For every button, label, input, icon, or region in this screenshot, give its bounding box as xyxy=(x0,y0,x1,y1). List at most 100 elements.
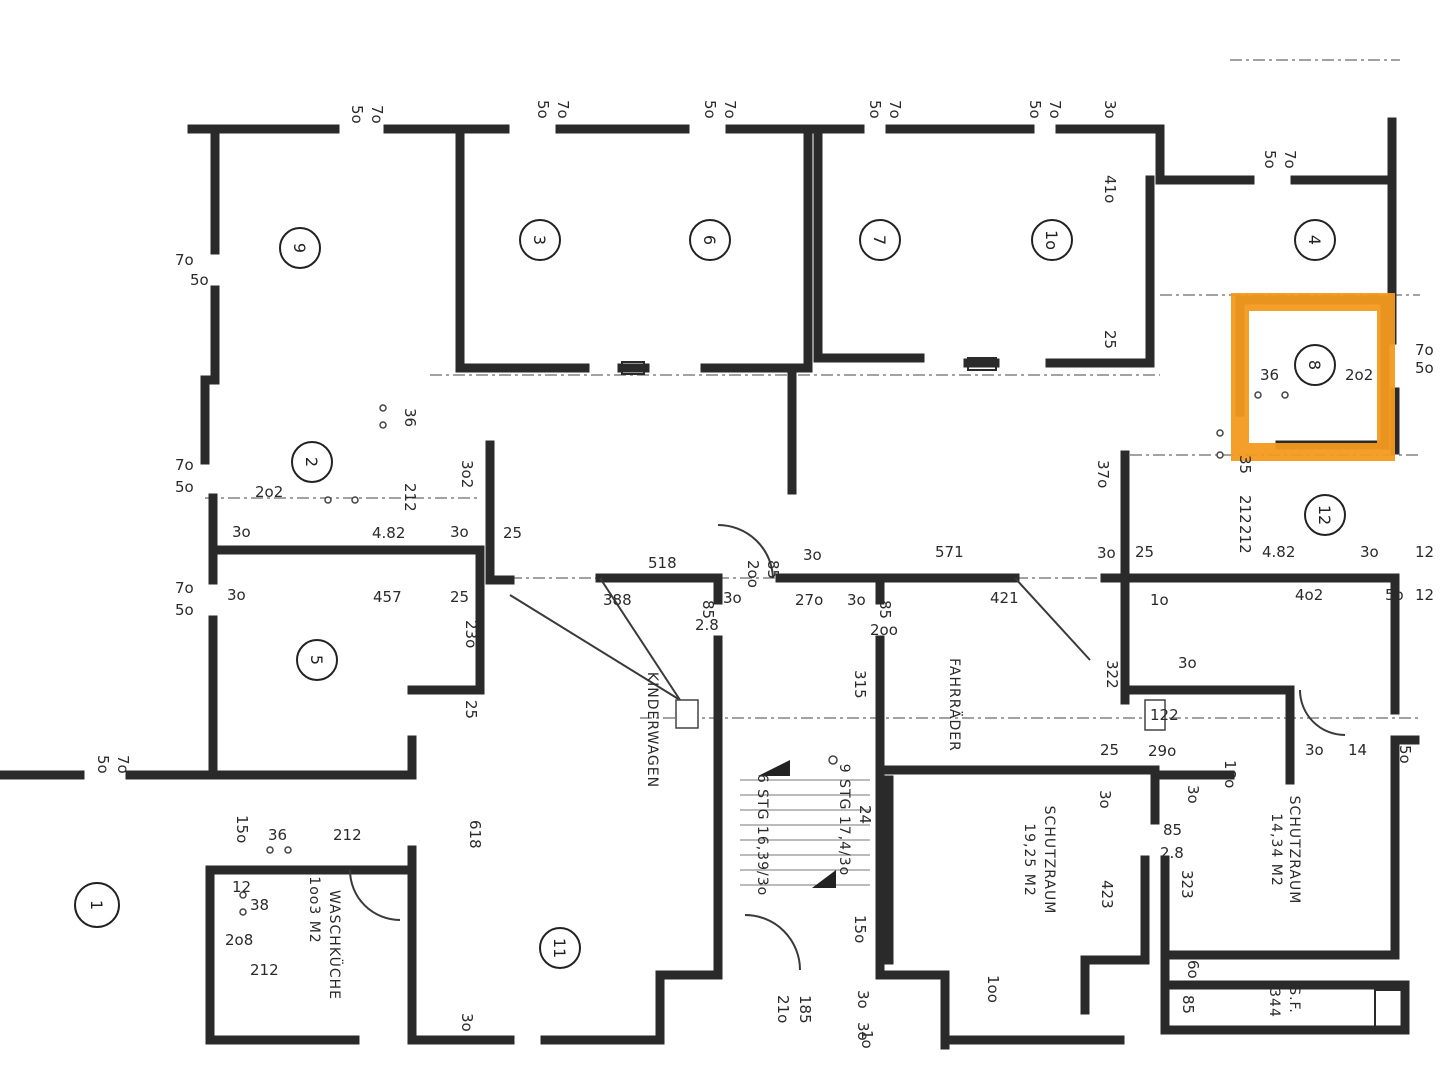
room-marker-2: 2 xyxy=(291,441,333,483)
dimension-label: 7o xyxy=(175,456,194,474)
dimension-label: 5o xyxy=(701,100,719,119)
dimension-label: 37o xyxy=(1094,460,1112,488)
dimension-label: 4.82 xyxy=(1262,543,1295,561)
dimension-label: 3o xyxy=(1101,100,1119,119)
dimension-label: 1oo xyxy=(984,975,1002,1003)
room-number: 1 xyxy=(87,900,106,910)
dimension-label: 5o xyxy=(175,478,194,496)
dimension-label: 5o xyxy=(1415,359,1434,377)
dimension-label: 15o xyxy=(851,915,869,943)
dimension-label: 36 xyxy=(1260,366,1279,384)
label-sf-value: 344 xyxy=(1266,988,1282,1018)
label-sf: S.F. xyxy=(1286,986,1302,1014)
dimension-label: 618 xyxy=(466,820,484,849)
door-swings xyxy=(349,524,1346,971)
dimension-label: 12 xyxy=(1415,543,1434,561)
dimension-label: 421 xyxy=(990,589,1019,607)
dimension-label: 122 xyxy=(1150,706,1179,724)
room-8-highlight xyxy=(1231,293,1395,461)
walls xyxy=(0,117,1420,1050)
room-marker-10: 1o xyxy=(1031,219,1073,261)
dimension-label: 3o xyxy=(227,586,246,604)
dimension-label: 5o xyxy=(190,271,209,289)
dimension-label: 3o xyxy=(1096,790,1114,809)
dimension-label: 3o xyxy=(1305,741,1324,759)
dimension-label: 25 xyxy=(450,588,469,606)
dimension-label: 2o8 xyxy=(225,931,253,949)
dimension-label: 323 xyxy=(1178,870,1196,899)
dimension-label: 21o xyxy=(774,995,792,1023)
room-number: 2 xyxy=(302,457,321,467)
dimension-label: 3o xyxy=(803,546,822,564)
label-stairs-1: 6 STG 16,39/3o xyxy=(754,774,770,896)
room-number: 7 xyxy=(870,235,889,245)
dimension-label: 185 xyxy=(796,995,814,1024)
dimension-label: 3o xyxy=(450,523,469,541)
label-schutzraum-1-area: 19,25 M2 xyxy=(1021,823,1037,897)
room-number: 8 xyxy=(1305,360,1324,370)
dimension-label: 4o2 xyxy=(1295,586,1323,604)
dimension-label: 5o xyxy=(175,601,194,619)
dimension-label: 5o xyxy=(1261,150,1279,169)
room-labels: KINDERWAGEN FAHRRÄDER SCHUTZRAUM 19,25 M… xyxy=(306,658,1302,1018)
room-marker-8: 8 xyxy=(1294,344,1336,386)
stair-arrow-icon xyxy=(758,760,790,776)
room-marker-1: 1 xyxy=(74,882,120,928)
dimension-label: 7o xyxy=(175,579,194,597)
dimension-label: 85 xyxy=(699,600,717,619)
dimension-label: 3o xyxy=(723,589,742,607)
fixtures xyxy=(239,391,1289,916)
dimension-label: 212 xyxy=(1236,525,1254,554)
dimension-label: 35 xyxy=(1236,455,1254,474)
dimension-label: 5o xyxy=(1026,100,1044,119)
label-schutzraum-2: SCHUTZRAUM xyxy=(1286,796,1302,905)
dimension-label: 15o xyxy=(233,815,251,843)
dimension-label: 85 xyxy=(1163,821,1182,839)
dimension-label: 2.8 xyxy=(1160,844,1184,862)
label-kinderwagen: KINDERWAGEN xyxy=(644,672,660,788)
dimension-label: 212 xyxy=(401,483,419,512)
dimension-label: 518 xyxy=(648,554,677,572)
dimension-label: 3o xyxy=(1360,543,1379,561)
dimension-label: 3o xyxy=(847,591,866,609)
dimension-label: 36 xyxy=(268,826,287,844)
room-marker-7: 7 xyxy=(859,219,901,261)
dimension-label: 3o xyxy=(1184,785,1202,804)
dimension-label: 27o xyxy=(795,591,823,609)
room-number: 5 xyxy=(307,655,326,665)
room-number: 4 xyxy=(1305,235,1324,245)
dimension-label: 25 xyxy=(1101,330,1119,349)
dimension-label: 36 xyxy=(401,408,419,427)
label-waschkuche: WASCHKÜCHE xyxy=(326,890,344,1000)
dimension-label: 12 xyxy=(232,878,251,896)
room-number: 12 xyxy=(1315,505,1334,525)
dimension-label: 5o xyxy=(1385,586,1404,604)
dimension-label: 3o xyxy=(1097,544,1116,562)
room-marker-5: 5 xyxy=(296,639,338,681)
dimension-label: 2oo xyxy=(744,560,762,588)
dimension-label: 14 xyxy=(1348,741,1367,759)
room-number: 9 xyxy=(290,243,309,253)
stair-arrow-icon xyxy=(812,870,836,888)
dimension-label: 2.8 xyxy=(695,616,719,634)
stairs xyxy=(740,755,870,888)
dimension-label: 12 xyxy=(1415,586,1434,604)
dimension-label: 423 xyxy=(1098,880,1116,909)
dimension-label: 85 xyxy=(876,600,894,619)
dimension-label: 6o xyxy=(1184,960,1202,979)
dimension-label: 7o xyxy=(886,100,904,119)
dimension-label: 85 xyxy=(764,560,782,579)
dimension-label: 5o xyxy=(534,100,552,119)
dimension-label: 7o xyxy=(1046,100,1064,119)
label-stairs-2: 9 STG 17,4/3o xyxy=(836,764,852,876)
dimension-label: 3o2 xyxy=(458,460,476,488)
dimension-label: 18o xyxy=(1221,760,1239,788)
dimension-label: 212 xyxy=(250,961,279,979)
dimension-label: 5o xyxy=(866,100,884,119)
window-marks xyxy=(621,357,1404,1029)
dimension-label: 7o xyxy=(368,105,386,124)
dimension-label: 1o xyxy=(858,1030,876,1049)
dimension-label: 3o xyxy=(854,1022,872,1041)
dimension-label: 7o xyxy=(114,755,132,774)
